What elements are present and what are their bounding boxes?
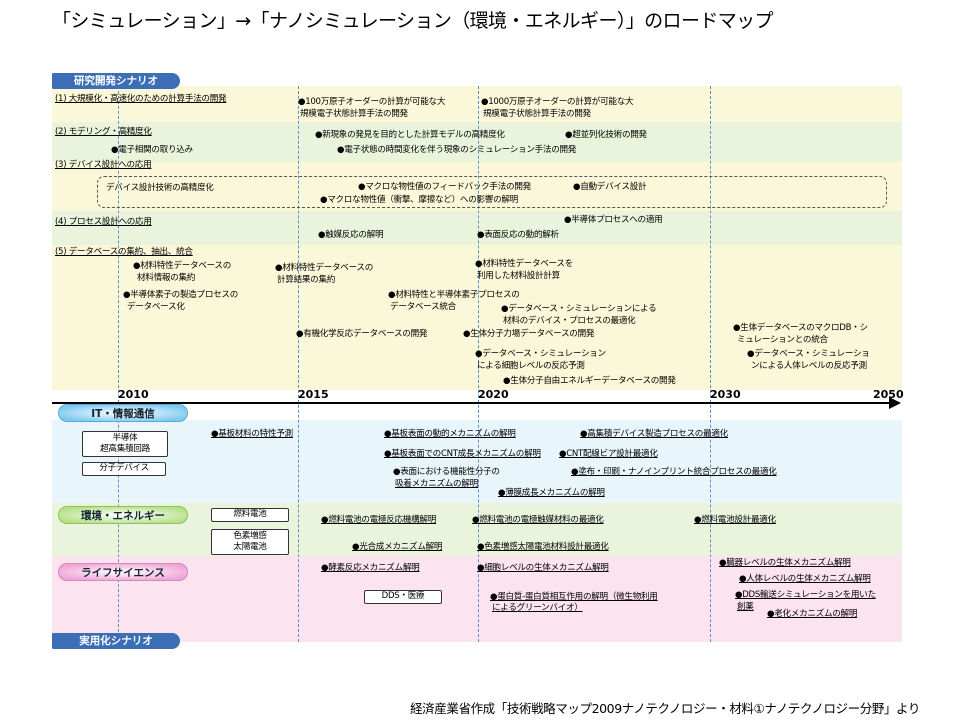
env-band bbox=[52, 503, 902, 556]
semiconductor-box: 半導体 超高集積回路 bbox=[82, 431, 168, 457]
roadmap-item: ●表面反応の動的解析 bbox=[477, 230, 559, 240]
roadmap-item: ミュレーションとの統合 bbox=[737, 335, 828, 345]
section-heading: (5) データベースの集約、抽出、統合 bbox=[55, 247, 193, 257]
box-label: 超高集積回路 bbox=[100, 444, 150, 454]
roadmap-item: ●材料特性データベースの bbox=[133, 261, 232, 271]
roadmap-item: ●基板表面でのCNT成長メカニズムの解明 bbox=[384, 449, 541, 459]
roadmap-item: デバイス設計技術の高精度化 bbox=[106, 183, 214, 193]
roadmap-item: ●1000万原子オーダーの計算が可能な大 bbox=[481, 97, 634, 107]
roadmap-item: ●燃料電池の電極触媒材料の最適化 bbox=[472, 515, 604, 525]
roadmap-item: ●触媒反応の解明 bbox=[318, 230, 384, 240]
life-band bbox=[52, 556, 902, 642]
year-label-2030: 2030 bbox=[710, 388, 741, 401]
roadmap-item: ●生体分子力場データベースの開発 bbox=[463, 329, 595, 339]
roadmap-item: ●老化メカニズムの解明 bbox=[767, 609, 858, 619]
box-label: 太陽電池 bbox=[233, 542, 267, 552]
roadmap-item: ●臓器レベルの生体メカニズム解明 bbox=[719, 558, 851, 568]
roadmap-item: ●生体データベースのマクロDB・シ bbox=[733, 323, 868, 333]
research-band-stripe bbox=[52, 211, 902, 245]
page-title: 「シミュレーション」→「ナノシミュレーション（環境・エネルギー）」のロードマップ bbox=[52, 10, 774, 32]
source-citation: 経済産業省作成「技術戦略マップ2009ナノテクノロジー・材料①ナノテクノロジー分… bbox=[410, 701, 920, 716]
box-label: 半導体 bbox=[112, 433, 138, 443]
roadmap-item: ●DDS輸送シミュレーションを用いた bbox=[735, 590, 876, 600]
roadmap-item: ●CNT配線ビア設計最適化 bbox=[559, 449, 658, 459]
year-label-2010: 2010 bbox=[118, 388, 149, 401]
roadmap-item: ●基板表面の動的メカニズムの解明 bbox=[384, 429, 516, 439]
roadmap-item: ●燃料電池の電極反応機構解明 bbox=[321, 515, 437, 525]
section-heading: (2) モデリング・高精度化 bbox=[55, 127, 152, 137]
roadmap-item: ●生体分子自由エネルギーデータベースの開発 bbox=[503, 376, 676, 386]
roadmap-item: ●材料特性データベースを bbox=[475, 259, 574, 269]
research-band-stripe bbox=[52, 122, 902, 162]
roadmap-item: 材料情報の集約 bbox=[137, 273, 196, 283]
device-design-frame bbox=[97, 176, 887, 208]
life-category-label: ライフサイエンス bbox=[58, 563, 188, 581]
roadmap-item: ●電子状態の時間変化を伴う現象のシミュレーション手法の開発 bbox=[337, 145, 577, 155]
roadmap-item: ●色素増感太陽電池材料設計最適化 bbox=[477, 542, 609, 552]
roadmap-item: ●半導体プロセスへの適用 bbox=[564, 215, 663, 225]
roadmap-item: ●データベース・シミュレーション bbox=[475, 349, 606, 359]
roadmap-item: ●材料特性と半導体素子プロセスの bbox=[388, 290, 520, 300]
roadmap-item: ●電子相関の取り込み bbox=[111, 145, 193, 155]
roadmap-item: 規模電子状態計算手法の開発 bbox=[483, 109, 591, 119]
roadmap-item: データベース化 bbox=[127, 302, 185, 312]
roadmap-item: ●燃料電池設計最適化 bbox=[694, 515, 776, 525]
roadmap-item: データベース統合 bbox=[390, 302, 456, 312]
year-gridline-2030 bbox=[710, 86, 711, 642]
roadmap-item: ●薄膜成長メカニズムの解明 bbox=[498, 488, 605, 498]
timeline-axis bbox=[52, 402, 892, 404]
practical-scenario-label: 実用化シナリオ bbox=[52, 633, 180, 649]
section-heading: (4) プロセス設計への応用 bbox=[55, 217, 152, 227]
dye-solar-cell-box: 色素増感 太陽電池 bbox=[211, 529, 289, 555]
fuel-cell-box: 燃料電池 bbox=[211, 508, 289, 522]
box-label: 色素増感 bbox=[233, 531, 267, 541]
roadmap-item: ●光合成メカニズム解明 bbox=[352, 542, 443, 552]
roadmap-item: ●塗布・印刷・ナノインプリント統合プロセスの最適化 bbox=[571, 467, 777, 477]
roadmap-item: ●100万原子オーダーの計算が可能な大 bbox=[298, 97, 446, 107]
dds-medical-box: DDS・医療 bbox=[364, 590, 442, 604]
roadmap-item: ●表面における機能性分子の bbox=[393, 467, 500, 477]
roadmap-item: ●人体レベルの生体メカニズム解明 bbox=[739, 574, 871, 584]
molecular-device-box: 分子デバイス bbox=[82, 462, 166, 476]
roadmap-item: ●蛋白質-蛋白質相互作用の解明（微生物利用 bbox=[490, 592, 658, 602]
roadmap-item: 利用した材料設計計算 bbox=[477, 271, 560, 281]
roadmap-item: ●データベース・シミュレーションによる bbox=[501, 304, 657, 314]
roadmap-item: 計算結果の集約 bbox=[277, 275, 336, 285]
roadmap-item: ●基板材料の特性予測 bbox=[211, 429, 293, 439]
section-heading: (1) 大規模化・高速化のための計算手法の開発 bbox=[55, 94, 227, 104]
roadmap-item: ●新現象の発見を目的とした計算モデルの高精度化 bbox=[315, 130, 505, 140]
roadmap-item: 材料のデバイス・プロセスの最適化 bbox=[503, 316, 636, 326]
roadmap-item: ●マクロな物性値のフィードバック手法の開発 bbox=[358, 182, 531, 192]
roadmap-item: 規模電子状態計算手法の開発 bbox=[300, 109, 408, 119]
roadmap-item: ●データベース・シミュレーショ bbox=[747, 349, 870, 359]
timeline-arrow-icon bbox=[889, 397, 901, 409]
year-label-2020: 2020 bbox=[478, 388, 509, 401]
roadmap-item: によるグリーンバイオ） bbox=[492, 603, 583, 613]
roadmap-item: ●材料特性データベースの bbox=[275, 263, 374, 273]
roadmap-item: ●有機化学反応データベースの開発 bbox=[296, 329, 428, 339]
it-category-label: IT・情報通信 bbox=[58, 404, 188, 422]
roadmap-item: ●超並列化技術の開発 bbox=[565, 130, 647, 140]
year-gridline-2020 bbox=[478, 86, 479, 642]
roadmap-item: ●高集積デバイス製造プロセスの最適化 bbox=[580, 429, 728, 439]
it-band bbox=[52, 420, 902, 503]
year-gridline-2010 bbox=[118, 86, 119, 642]
year-gridline-2015 bbox=[298, 86, 299, 642]
year-label-2015: 2015 bbox=[298, 388, 329, 401]
roadmap-item: ●細胞レベルの生体メカニズム解明 bbox=[477, 563, 609, 573]
roadmap-item: による細胞レベルの反応予測 bbox=[477, 361, 585, 371]
roadmap-item: ●マクロな物性値（衝撃、摩擦など）への影響の解明 bbox=[320, 195, 518, 205]
roadmap-item: 創薬 bbox=[737, 602, 754, 612]
research-scenario-label: 研究開発シナリオ bbox=[52, 73, 180, 89]
roadmap-item: ●酵素反応メカニズム解明 bbox=[321, 563, 420, 573]
roadmap-item: 吸着メカニズムの解明 bbox=[395, 479, 478, 489]
section-heading: (3) デバイス設計への応用 bbox=[55, 160, 152, 170]
roadmap-item: ンによる人体レベルの反応予測 bbox=[751, 361, 867, 371]
roadmap-item: ●半導体素子の製造プロセスの bbox=[123, 290, 239, 300]
env-category-label: 環境・エネルギー bbox=[58, 506, 188, 524]
roadmap-item: ●自動デバイス設計 bbox=[573, 182, 647, 192]
